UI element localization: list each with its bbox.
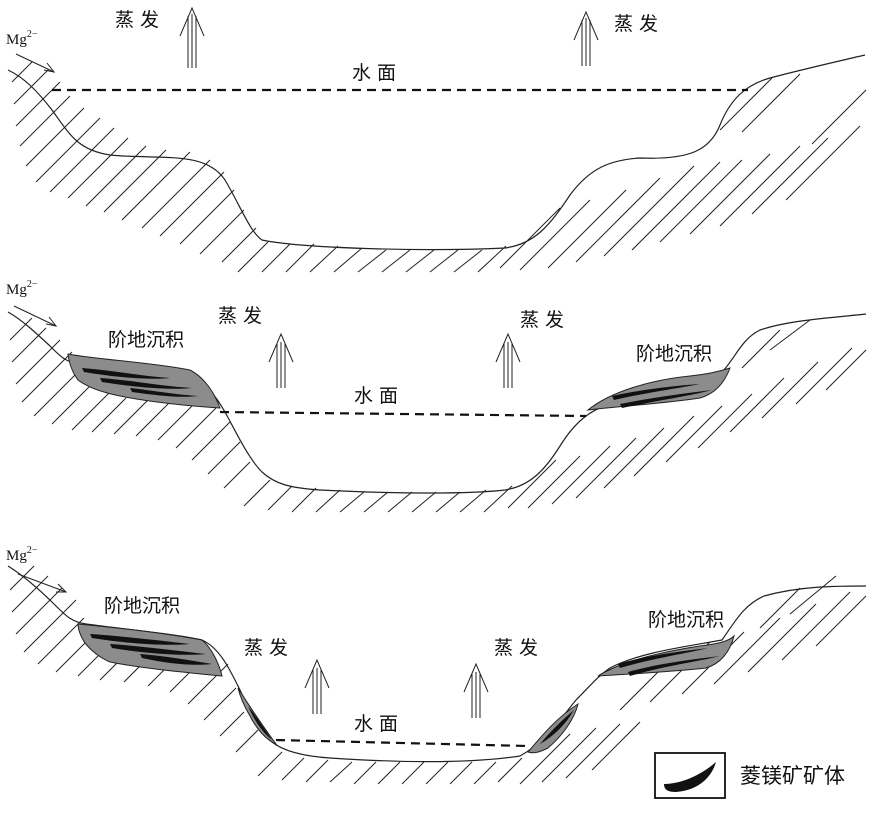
terrace-label-right: 阶地沉积: [648, 609, 724, 631]
hatch-left-bank: [9, 317, 251, 489]
water-surface-line: [219, 410, 587, 418]
terrace-label-right: 阶地沉积: [636, 343, 712, 365]
mg-inflow-arrow: [17, 573, 68, 593]
orebody-lenses-left: [90, 634, 212, 665]
orebody-lenses-channel: [248, 706, 574, 744]
hatch-channel-floor: [237, 241, 507, 273]
orebody-lenses-right: [612, 384, 712, 408]
terrace-label-left: 阶地沉积: [104, 595, 180, 617]
mg-ion-label: Mg2−: [6, 279, 38, 298]
hatch-channel-floor: [243, 479, 513, 513]
mg-ion-label: Mg2−: [6, 29, 38, 48]
evaporation-label-left: 蒸 发: [244, 637, 288, 659]
evaporation-arrow-right: [495, 332, 521, 388]
legend-box: [654, 752, 726, 799]
legend-label: 菱镁矿矿体: [740, 764, 845, 788]
evaporation-label-left: 蒸 发: [218, 305, 262, 327]
water-surface-label: 水 面: [352, 62, 396, 84]
hatch-left-bank: [11, 61, 257, 263]
panel-2: 水 面 蒸 发 蒸 发 阶地沉积 阶地沉积 Mg2−: [6, 279, 867, 513]
panel-3: 水 面 蒸 发 蒸 发 阶地沉积 阶地沉积 Mg2−: [6, 545, 867, 785]
water-surface-line: [275, 738, 529, 748]
evaporation-arrow-right: [463, 662, 489, 718]
evaporation-arrow-left: [304, 658, 330, 714]
valley-profile: [7, 54, 866, 251]
water-surface-label: 水 面: [354, 385, 398, 407]
evaporation-label-right: 蒸 发: [614, 13, 658, 35]
hatch-right-bank: [507, 319, 867, 509]
mg-inflow-arrow: [15, 53, 56, 73]
panel-1: 水 面 蒸 发 蒸 发 Mg2−: [6, 6, 867, 273]
evaporation-arrow-left: [268, 332, 294, 388]
orebody-lenses-left: [82, 368, 198, 397]
evaporation-label-right: 蒸 发: [520, 309, 564, 331]
evaporation-label-right: 蒸 发: [494, 637, 538, 659]
channel-deposit-left: [237, 687, 278, 746]
hatch-right-bank: [499, 73, 867, 271]
evaporation-arrow-right: [573, 10, 599, 66]
water-surface-label: 水 面: [354, 713, 398, 735]
magnesite-orebody-icon: [664, 762, 716, 792]
terrace-deposit-left: [67, 353, 221, 409]
mg-ion-label: Mg2−: [6, 545, 38, 564]
hatch-channel-floor: [257, 751, 523, 785]
terrace-label-left: 阶地沉积: [108, 329, 184, 351]
evaporation-label-left: 蒸 发: [115, 9, 159, 31]
evaporation-arrow-left: [179, 6, 205, 68]
mg-inflow-arrow: [13, 305, 58, 327]
channel-deposit-right: [527, 702, 579, 754]
orebody-lenses-right: [618, 648, 720, 676]
legend: 菱镁矿矿体: [654, 752, 845, 799]
